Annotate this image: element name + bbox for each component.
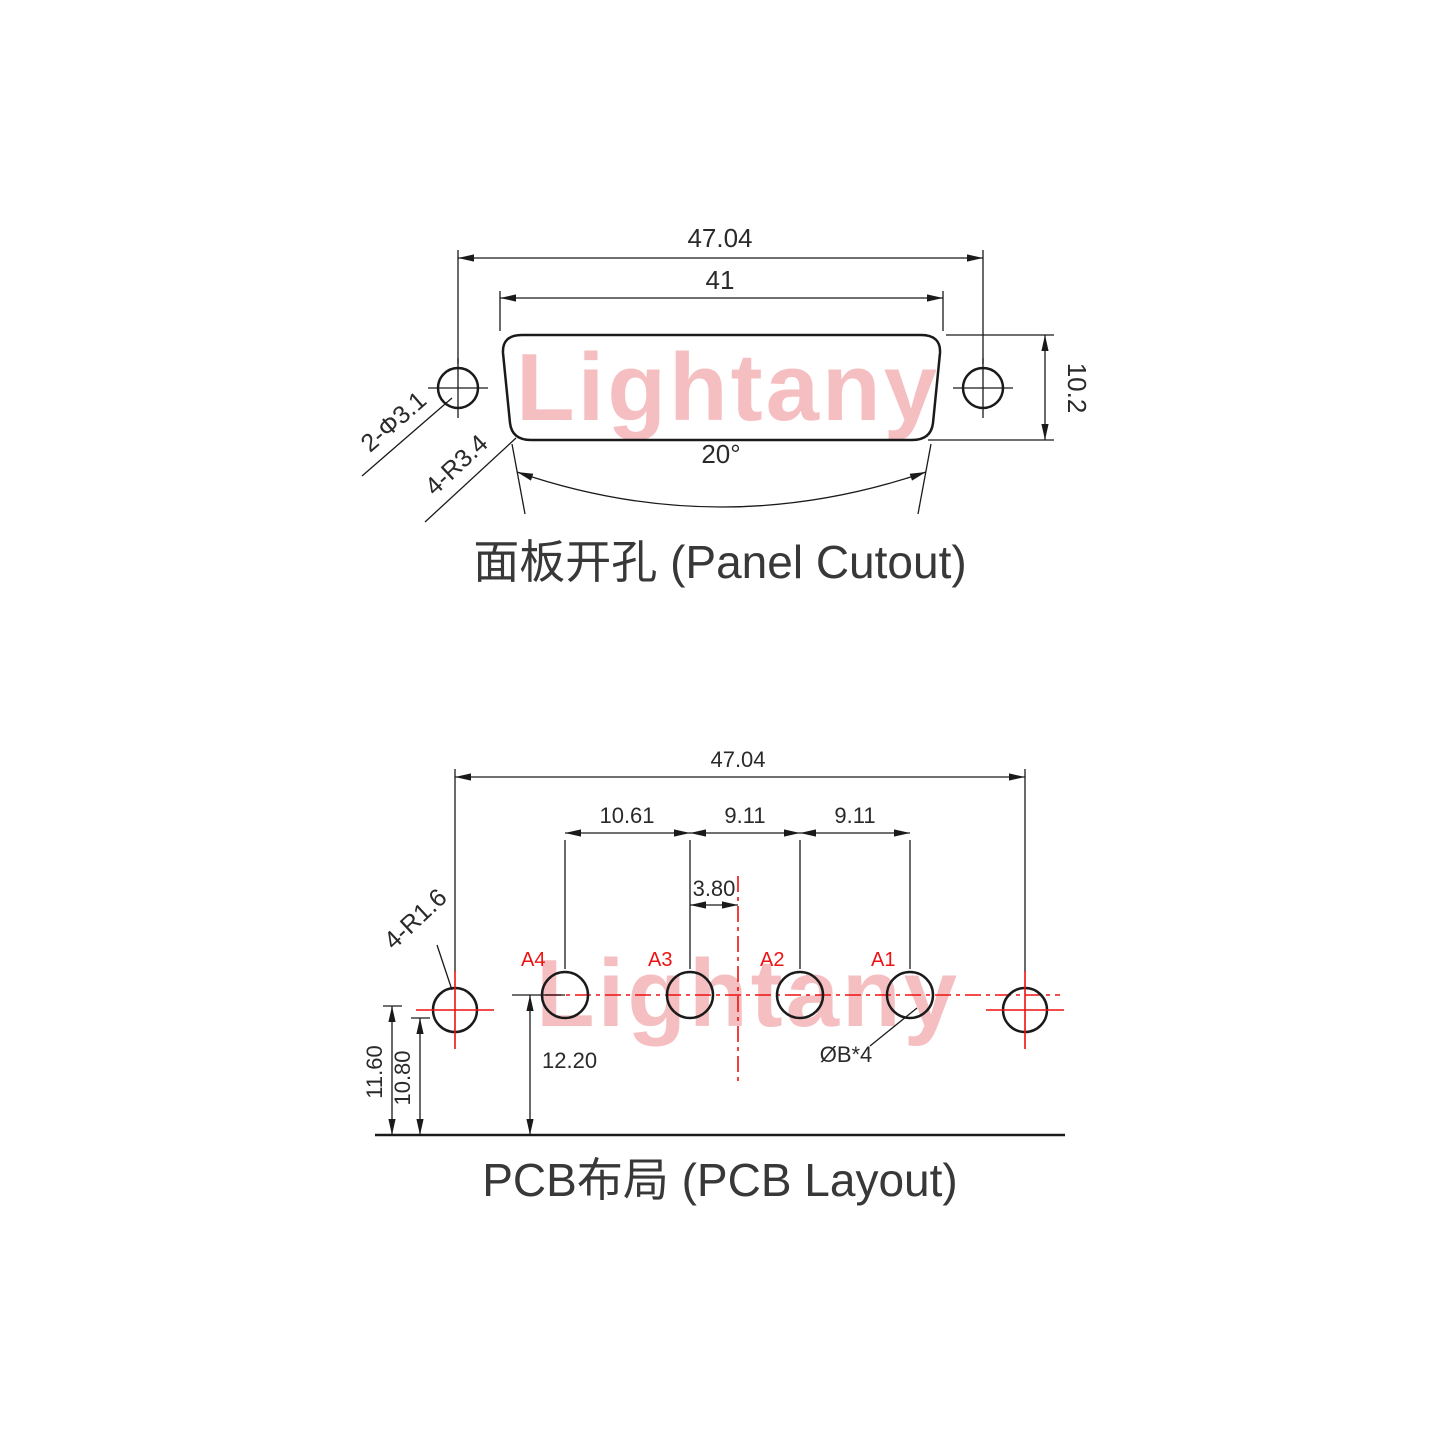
signal-hole-a2 (775, 970, 825, 1020)
dim-pcb-outer-width: 47.04 (454, 747, 1026, 972)
pcb-layout-diagram: Lightany 47.04 10.61 9.11 9.11 3.80 (362, 747, 1065, 1206)
dim-height-12-20: 12.20 (512, 994, 597, 1135)
leader-line (361, 397, 453, 477)
dim-value: 12.20 (542, 1048, 597, 1073)
leader-line (869, 1007, 918, 1047)
dim-panel-height: 10.2 (928, 334, 1092, 441)
panel-mount-hole-left (428, 358, 488, 418)
dim-value: 10.80 (390, 1050, 415, 1105)
extension-line (511, 443, 526, 515)
extension-line (917, 443, 932, 515)
dim-center-offset: 3.80 (690, 876, 738, 909)
callout-pcb-corner-radius: 4-R1.6 (379, 883, 453, 991)
dim-taper-angle: 20° (511, 439, 932, 515)
signal-hole-a3 (665, 970, 715, 1020)
pcb-mount-hole-right (986, 971, 1064, 1049)
watermark-text-top: Lightany (516, 334, 940, 441)
dim-value: 47.04 (710, 747, 765, 772)
dim-panel-inner-width: 41 (499, 265, 944, 331)
dim-value: 11.60 (362, 1045, 387, 1098)
dim-value: 47.04 (687, 223, 752, 253)
callout-text: 4-R1.6 (379, 883, 453, 955)
panel-cutout-diagram: Lightany 47.04 41 (356, 223, 1092, 588)
panel-mount-hole-right (953, 358, 1013, 418)
angle-arc (516, 471, 927, 508)
dim-value: 20° (701, 439, 740, 469)
dim-value: 9.11 (834, 803, 875, 828)
pin-label-a3: A3 (648, 949, 672, 971)
pin-label-a2: A2 (760, 949, 784, 971)
panel-cutout-title: 面板开孔 (Panel Cutout) (473, 536, 966, 588)
leader-line (436, 944, 453, 991)
callout-text: 4-R3.4 (420, 429, 494, 501)
dim-pin-pitches: 10.61 9.11 9.11 (564, 803, 911, 969)
pin-label-a4: A4 (521, 949, 545, 971)
signal-holes: A4 A3 A2 A1 (521, 949, 935, 1020)
dim-height-11-60: 11.60 (362, 1005, 402, 1135)
callout-hole-diameter: ØB*4 (820, 1007, 918, 1067)
callout-text: ØB*4 (820, 1042, 873, 1067)
dim-value: 41 (706, 265, 735, 295)
signal-hole-a1 (885, 970, 935, 1020)
pcb-mount-hole-left (416, 971, 494, 1049)
callout-text: 2-Φ3.1 (356, 386, 432, 458)
dsub-cutout-outline (501, 333, 942, 442)
dim-value: 10.2 (1062, 363, 1092, 414)
pcb-layout-title: PCB布局 (PCB Layout) (482, 1154, 957, 1206)
dim-value: 3.80 (693, 876, 736, 901)
dim-value: 9.11 (724, 803, 765, 828)
watermark-text-bottom: Lightany (536, 940, 960, 1047)
dim-value: 10.61 (599, 803, 654, 828)
dim-height-10-80: 10.80 (390, 1017, 430, 1135)
pin-label-a1: A1 (871, 949, 895, 971)
callout-corner-radius: 4-R3.4 (420, 429, 517, 523)
dim-panel-outer-width: 47.04 (457, 223, 984, 364)
leader-line (424, 437, 517, 523)
